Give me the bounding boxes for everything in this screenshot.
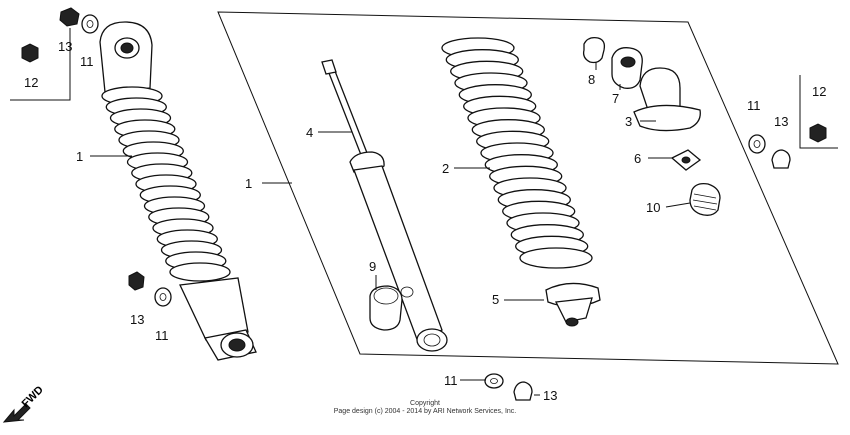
cap-nut-13-bottom	[513, 381, 533, 401]
callout-11-right: 11	[747, 98, 761, 113]
callout-11-bottom: 11	[444, 373, 458, 388]
callout-4: 4	[306, 125, 313, 140]
nut-13-top-left	[59, 7, 80, 27]
spring-seat	[545, 282, 601, 327]
washer-11-bottom-left	[154, 287, 172, 307]
leader-lines	[90, 62, 691, 396]
assembled-shock-absorber	[99, 21, 257, 361]
spring-coil	[519, 247, 593, 269]
copyright-line-2: Page design (c) 2004 - 2014 by ARI Netwo…	[334, 408, 517, 415]
callout-3: 3	[625, 114, 632, 129]
callout-10: 10	[646, 200, 660, 215]
top-left-bracket	[10, 28, 71, 101]
callout-6: 6	[634, 151, 641, 166]
nut-13-bottom-left	[128, 271, 145, 291]
fwd-arrow: FWD	[2, 384, 46, 423]
coil-spring	[441, 37, 593, 269]
washer-11-right	[748, 134, 766, 154]
callout-11-bottom-left: 11	[155, 328, 169, 343]
washer-11-bottom	[484, 373, 504, 389]
callout-11-top-left: 11	[80, 54, 94, 69]
callout-9: 9	[369, 259, 376, 274]
nut-12-right	[809, 123, 827, 143]
callout-13-top-left: 13	[58, 39, 72, 54]
callout-2: 2	[442, 161, 449, 176]
cap-nut-13-right	[771, 149, 791, 169]
callout-12-top-left: 12	[24, 75, 38, 90]
callout-13-right: 13	[774, 114, 788, 129]
callout-1-frame: 1	[245, 176, 252, 191]
fwd-label: FWD	[20, 384, 46, 410]
right-bracket	[799, 75, 838, 149]
spring-coil	[169, 262, 231, 282]
nut-12-top-left	[21, 43, 39, 63]
damper-body	[321, 59, 448, 352]
copyright-line-1: Copyright	[410, 400, 440, 407]
callout-1-left: 1	[76, 149, 83, 164]
collar	[582, 36, 606, 64]
callout-13-bottom-left: 13	[130, 312, 144, 327]
callout-13-bottom: 13	[543, 388, 557, 403]
rubber-bushing	[369, 285, 403, 331]
washer-11-top-left	[81, 14, 99, 34]
callout-7: 7	[612, 91, 619, 106]
rubber-stopper	[689, 182, 721, 216]
callout-5: 5	[492, 292, 499, 307]
exploded-view-frame	[217, 11, 839, 365]
upper-mount	[633, 67, 701, 132]
bearing	[611, 47, 643, 89]
plate	[670, 149, 702, 171]
callout-12-right: 12	[812, 84, 826, 99]
callout-8: 8	[588, 72, 595, 87]
